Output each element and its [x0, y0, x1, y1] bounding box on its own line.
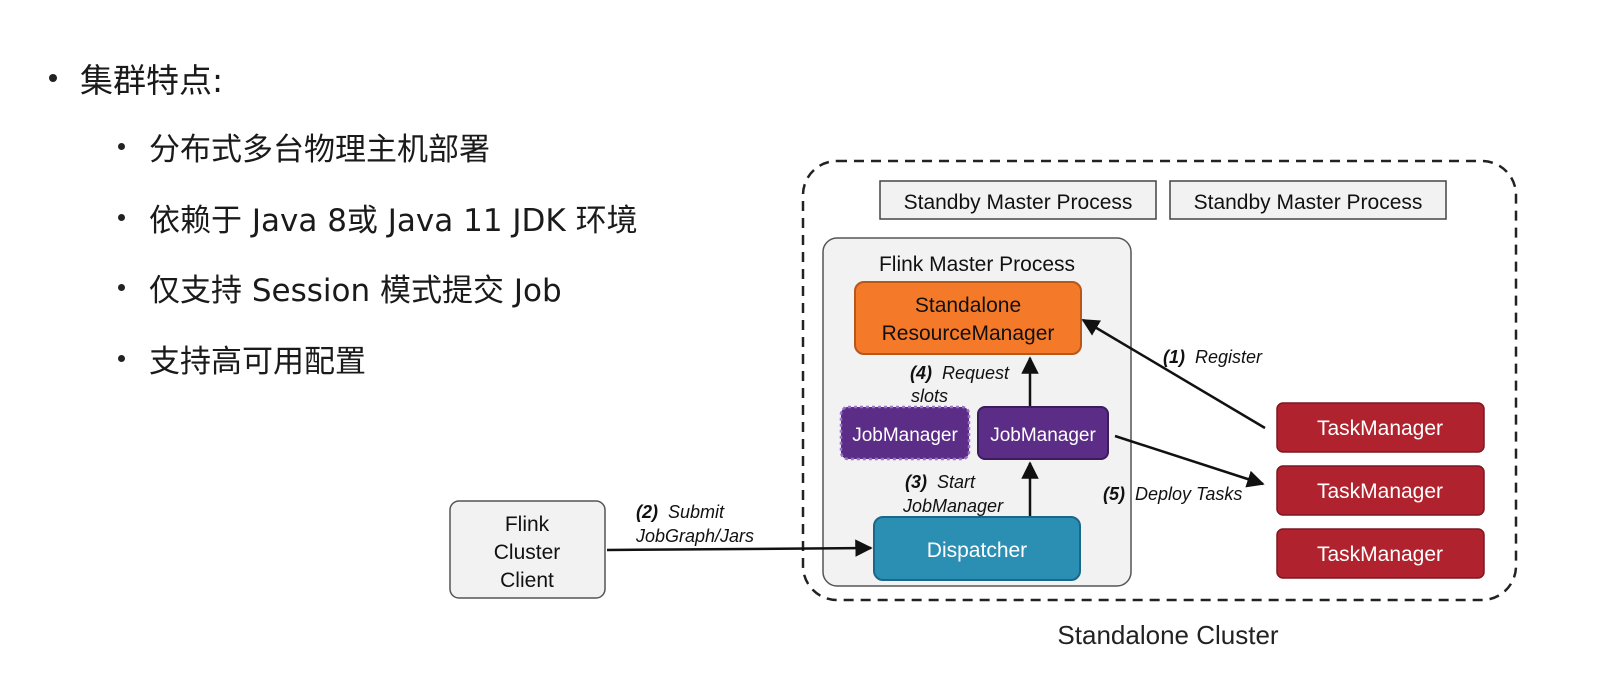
arrow-deploy-tasks — [1114, 434, 1265, 488]
dispatcher-label: Dispatcher — [927, 539, 1027, 562]
step-number: (5) — [1103, 484, 1125, 504]
step-number: (4) — [910, 363, 932, 383]
client-label: Client — [500, 569, 554, 592]
bullet-dot — [49, 74, 57, 82]
client-label: Cluster — [494, 541, 561, 564]
step-text: Submit — [668, 502, 725, 522]
step-start-jobmanager-label-2: JobManager — [902, 496, 1004, 516]
bullet-item: 依赖于 Java 8或 Java 11 JDK 环境 — [118, 195, 638, 240]
arrow-submit — [606, 539, 873, 557]
resource-manager-label: ResourceManager — [882, 322, 1055, 345]
bullet-dot — [118, 284, 125, 291]
resource-manager-box — [854, 281, 1082, 355]
step-text: Register — [1195, 347, 1263, 367]
taskmanager-label: TaskManager — [1317, 417, 1443, 440]
taskmanager-label: TaskManager — [1317, 543, 1443, 566]
bullet-item: 支持高可用配置 — [118, 336, 366, 381]
step-number: (3) — [905, 472, 927, 492]
bullet-dot — [118, 143, 125, 150]
standby-master-box — [879, 180, 1157, 220]
taskmanager-box — [1276, 402, 1485, 453]
arrow-register — [1081, 318, 1266, 430]
flink-master-process-label: Flink Master Process — [879, 253, 1075, 276]
bullet-item: 仅支持 Session 模式提交 Job — [118, 265, 562, 310]
bullet-dot — [118, 214, 125, 221]
step-number: (1) — [1163, 347, 1185, 367]
taskmanager-label: TaskManager — [1317, 480, 1443, 503]
resource-manager-label: Standalone — [915, 294, 1021, 317]
step-text: Start — [937, 472, 976, 492]
client-label: Flink — [505, 513, 550, 536]
standby-master-label: Standby Master Process — [1194, 191, 1423, 214]
jobmanager-label: JobManager — [990, 425, 1096, 446]
bullet-dot — [118, 355, 125, 362]
step-number: (2) — [636, 502, 658, 522]
step-register-label: (1) Register — [1163, 347, 1263, 367]
step-submit-label: (2) Submit — [636, 502, 725, 522]
step-request-slots-label-2: slots — [911, 386, 948, 406]
taskmanager-box — [1276, 465, 1485, 516]
step-start-jobmanager-label: (3) Start — [905, 472, 976, 492]
jobmanager-standby-box — [839, 405, 971, 461]
jobmanager-standby-label: JobManager — [852, 425, 958, 446]
bullet-item: 分布式多台物理主机部署 — [118, 124, 490, 169]
flink-cluster-client-box — [449, 500, 606, 599]
jobmanager-box — [977, 406, 1109, 460]
step-request-slots-label: (4) Request — [910, 363, 1010, 383]
standalone-cluster-boundary — [801, 159, 1518, 602]
step-text: Deploy Tasks — [1135, 484, 1242, 504]
step-deploy-label: (5) Deploy Tasks — [1103, 484, 1242, 504]
dispatcher-box — [873, 516, 1081, 581]
cluster-label: Standalone Cluster — [1057, 620, 1278, 650]
standby-master-label: Standby Master Process — [904, 191, 1133, 214]
step-text: Request — [942, 363, 1010, 383]
bullet-heading: 集群特点: — [49, 54, 223, 102]
step-submit-label-2: JobGraph/Jars — [635, 526, 754, 546]
taskmanager-box — [1276, 528, 1485, 579]
standby-master-box — [1169, 180, 1447, 220]
